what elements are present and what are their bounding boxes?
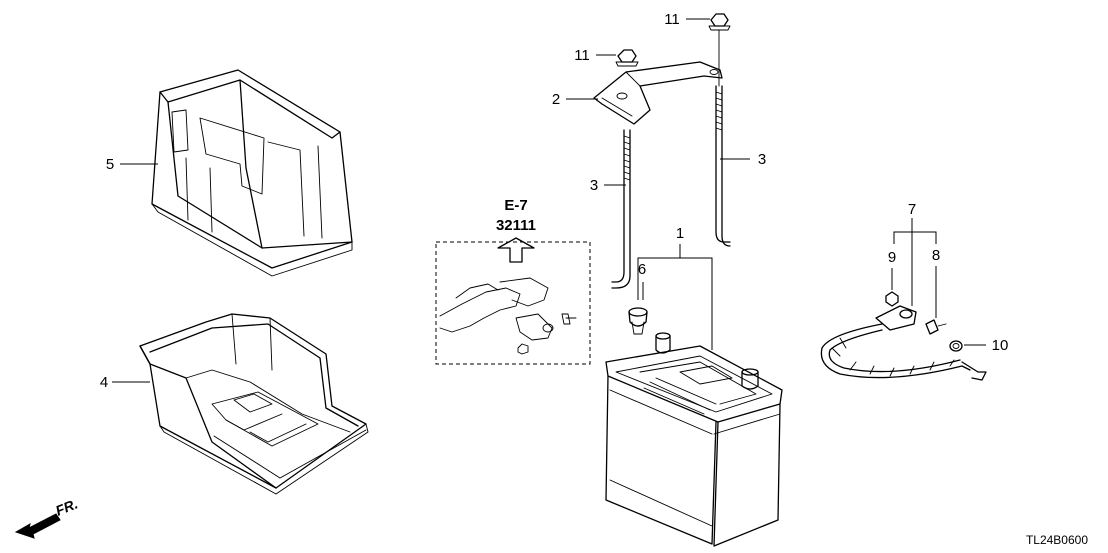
terminal-cover[interactable] xyxy=(628,307,648,335)
front-direction-label: FR. xyxy=(53,495,80,518)
front-direction-arrow-icon xyxy=(14,513,61,539)
terminal-nut[interactable] xyxy=(885,291,899,307)
callout-5[interactable]: 5 xyxy=(106,156,114,173)
cable-terminal[interactable] xyxy=(875,305,917,331)
reference-arrow-up-icon xyxy=(497,237,535,263)
battery-setting-bolt-left[interactable] xyxy=(611,129,631,289)
callout-4[interactable]: 4 xyxy=(100,374,108,391)
ground-bolt[interactable] xyxy=(949,340,963,352)
ground-cable[interactable] xyxy=(820,323,987,381)
reference-part-number[interactable]: 32111 xyxy=(496,217,536,234)
battery-hold-down-bracket[interactable] xyxy=(593,61,723,125)
callout-6[interactable]: 6 xyxy=(638,261,646,278)
flange-nut-top[interactable] xyxy=(708,13,731,31)
battery[interactable] xyxy=(605,332,783,547)
battery-cover[interactable] xyxy=(151,69,353,277)
callout-3-right[interactable]: 3 xyxy=(758,151,766,168)
callout-11-left[interactable]: 11 xyxy=(574,47,590,64)
battery-setting-bolt-right[interactable] xyxy=(715,29,731,247)
diagram-code: TL24B0600 xyxy=(1026,533,1088,547)
flange-nut-left[interactable] xyxy=(615,49,639,67)
reference-section[interactable]: E-7 xyxy=(504,197,527,214)
callout-7[interactable]: 7 xyxy=(908,201,916,218)
leader-lines xyxy=(112,18,986,383)
reference-detail-box xyxy=(435,241,591,365)
callout-2[interactable]: 2 xyxy=(552,91,560,108)
callout-3-left[interactable]: 3 xyxy=(590,177,598,194)
callout-1[interactable]: 1 xyxy=(676,225,684,242)
callout-11-top[interactable]: 11 xyxy=(664,11,680,28)
callout-8[interactable]: 8 xyxy=(932,247,940,264)
callout-10[interactable]: 10 xyxy=(992,337,1009,354)
terminal-bolt[interactable] xyxy=(925,319,947,335)
battery-tray[interactable] xyxy=(139,313,369,495)
callout-9[interactable]: 9 xyxy=(888,249,896,266)
